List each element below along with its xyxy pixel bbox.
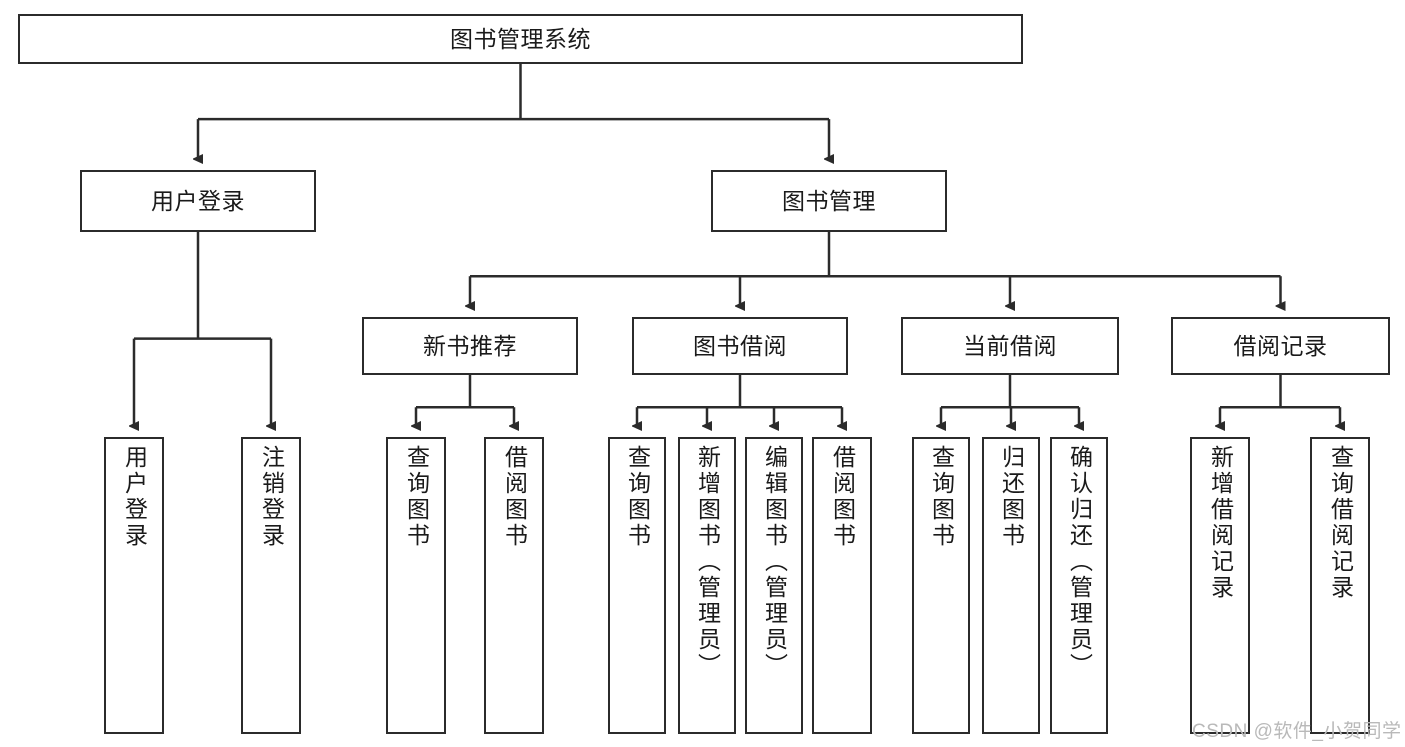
node-l11[interactable]: 确认归还（管理员） xyxy=(1050,437,1108,734)
node-label: 查询图书 xyxy=(624,445,651,549)
node-l9[interactable]: 查询图书 xyxy=(912,437,970,734)
node-label: 借阅图书 xyxy=(829,445,856,549)
node-label: 新增借阅记录 xyxy=(1207,445,1234,601)
node-n_rec[interactable]: 借阅记录 xyxy=(1171,317,1390,375)
node-l13[interactable]: 查询借阅记录 xyxy=(1310,437,1370,734)
node-label: 查询图书 xyxy=(403,445,430,549)
node-l3[interactable]: 查询图书 xyxy=(386,437,446,734)
node-label: 借阅图书 xyxy=(501,445,528,549)
node-label: 用户登录 xyxy=(151,187,245,214)
node-label: 归还图书 xyxy=(998,445,1025,549)
node-label: 查询借阅记录 xyxy=(1327,445,1354,601)
node-label: 新增图书（管理员） xyxy=(694,445,721,679)
node-n_cur[interactable]: 当前借阅 xyxy=(901,317,1119,375)
node-l4[interactable]: 借阅图书 xyxy=(484,437,544,734)
node-l10[interactable]: 归还图书 xyxy=(982,437,1040,734)
node-label: 注销登录 xyxy=(258,445,285,549)
node-label: 确认归还（管理员） xyxy=(1066,445,1093,679)
node-l6[interactable]: 新增图书（管理员） xyxy=(678,437,736,734)
node-label: 图书管理 xyxy=(782,187,876,214)
node-label: 图书借阅 xyxy=(693,332,787,359)
node-label: 查询图书 xyxy=(928,445,955,549)
node-l2[interactable]: 注销登录 xyxy=(241,437,301,734)
node-label: 用户登录 xyxy=(121,445,148,549)
node-label: 新书推荐 xyxy=(423,332,517,359)
node-label: 借阅记录 xyxy=(1233,332,1328,359)
node-l8[interactable]: 借阅图书 xyxy=(812,437,872,734)
node-l7[interactable]: 编辑图书（管理员） xyxy=(745,437,803,734)
node-l1[interactable]: 用户登录 xyxy=(104,437,164,734)
node-label: 图书管理系统 xyxy=(450,25,591,52)
node-label: 当前借阅 xyxy=(963,332,1057,359)
node-l12[interactable]: 新增借阅记录 xyxy=(1190,437,1250,734)
node-n_brw[interactable]: 图书借阅 xyxy=(632,317,848,375)
node-l5[interactable]: 查询图书 xyxy=(608,437,666,734)
node-label: 编辑图书（管理员） xyxy=(761,445,788,679)
node-n_book[interactable]: 图书管理 xyxy=(711,170,947,232)
node-root[interactable]: 图书管理系统 xyxy=(18,14,1023,64)
node-n_new[interactable]: 新书推荐 xyxy=(362,317,578,375)
node-n_user[interactable]: 用户登录 xyxy=(80,170,316,232)
